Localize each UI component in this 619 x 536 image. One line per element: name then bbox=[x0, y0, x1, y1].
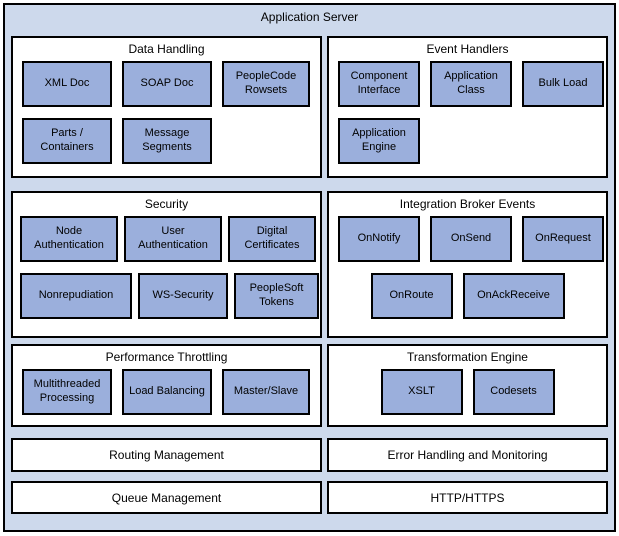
row-1: Data Handling XML Doc SOAP Doc PeopleCod… bbox=[11, 36, 608, 178]
section-integration-broker-events: Integration Broker Events OnNotify OnSen… bbox=[327, 191, 608, 338]
block-load-balancing: Load Balancing bbox=[122, 369, 212, 415]
block-onsend: OnSend bbox=[430, 216, 512, 262]
row-3: Performance Throttling Multithreaded Pro… bbox=[11, 344, 608, 427]
section-title-security: Security bbox=[144, 197, 189, 211]
section-title-performance-throttling: Performance Throttling bbox=[105, 350, 228, 364]
section-title-transformation-engine: Transformation Engine bbox=[407, 350, 528, 364]
block-application-class: Application Class bbox=[430, 61, 512, 107]
data-handling-row-2: Parts / Containers Message Segments bbox=[13, 118, 320, 164]
event-handlers-row-2: Application Engine bbox=[329, 118, 606, 164]
integration-broker-events-row-1: OnNotify OnSend OnRequest bbox=[329, 216, 606, 262]
block-xml-doc: XML Doc bbox=[22, 61, 112, 107]
section-data-handling: Data Handling XML Doc SOAP Doc PeopleCod… bbox=[11, 36, 322, 178]
block-component-interface: Component Interface bbox=[338, 61, 420, 107]
block-ws-security: WS-Security bbox=[138, 273, 228, 319]
block-peoplecode-rowsets: PeopleCode Rowsets bbox=[222, 61, 310, 107]
block-onackreceive: OnAckReceive bbox=[462, 273, 565, 319]
block-application-engine: Application Engine bbox=[338, 118, 420, 164]
application-server-container: Application Server Data Handling XML Doc… bbox=[3, 3, 616, 532]
block-onnotify: OnNotify bbox=[338, 216, 420, 262]
row-5: Queue Management HTTP/HTTPS bbox=[11, 481, 608, 514]
block-master-slave: Master/Slave bbox=[222, 369, 310, 415]
section-event-handlers: Event Handlers Component Interface Appli… bbox=[327, 36, 608, 178]
block-codesets: Codesets bbox=[472, 369, 555, 415]
row-2: Security Node Authentication User Authen… bbox=[11, 191, 608, 338]
section-security: Security Node Authentication User Authen… bbox=[11, 191, 322, 338]
block-onrequest: OnRequest bbox=[522, 216, 604, 262]
block-digital-certificates: Digital Certificates bbox=[228, 216, 316, 262]
block-multithreaded-processing: Multithreaded Processing bbox=[22, 369, 112, 415]
section-transformation-engine: Transformation Engine XSLT Codesets bbox=[327, 344, 608, 427]
section-performance-throttling: Performance Throttling Multithreaded Pro… bbox=[11, 344, 322, 427]
section-title-data-handling: Data Handling bbox=[128, 42, 205, 56]
section-title-event-handlers: Event Handlers bbox=[426, 42, 509, 56]
bar-error-handling-and-monitoring: Error Handling and Monitoring bbox=[327, 438, 608, 472]
section-title-integration-broker-events: Integration Broker Events bbox=[399, 197, 536, 211]
integration-broker-events-row-2: OnRoute OnAckReceive bbox=[329, 273, 606, 319]
bar-queue-management: Queue Management bbox=[11, 481, 322, 514]
security-row-1: Node Authentication User Authentication … bbox=[13, 216, 320, 262]
block-xslt: XSLT bbox=[380, 369, 463, 415]
block-node-authentication: Node Authentication bbox=[20, 216, 118, 262]
application-server-title: Application Server bbox=[260, 10, 359, 24]
block-user-authentication: User Authentication bbox=[124, 216, 222, 262]
block-onroute: OnRoute bbox=[370, 273, 453, 319]
block-soap-doc: SOAP Doc bbox=[122, 61, 212, 107]
block-nonrepudiation: Nonrepudiation bbox=[20, 273, 132, 319]
diagram-content: Data Handling XML Doc SOAP Doc PeopleCod… bbox=[11, 36, 608, 514]
block-message-segments: Message Segments bbox=[122, 118, 212, 164]
performance-throttling-row-1: Multithreaded Processing Load Balancing … bbox=[13, 369, 320, 415]
block-peoplesoft-tokens: PeopleSoft Tokens bbox=[234, 273, 319, 319]
transformation-engine-row-1: XSLT Codesets bbox=[329, 369, 606, 415]
row-4: Routing Management Error Handling and Mo… bbox=[11, 438, 608, 472]
bar-routing-management: Routing Management bbox=[11, 438, 322, 472]
block-parts-containers: Parts / Containers bbox=[22, 118, 112, 164]
data-handling-row-1: XML Doc SOAP Doc PeopleCode Rowsets bbox=[13, 61, 320, 107]
bar-http-https: HTTP/HTTPS bbox=[327, 481, 608, 514]
block-bulk-load: Bulk Load bbox=[522, 61, 604, 107]
security-row-2: Nonrepudiation WS-Security PeopleSoft To… bbox=[13, 273, 320, 319]
event-handlers-row-1: Component Interface Application Class Bu… bbox=[329, 61, 606, 107]
